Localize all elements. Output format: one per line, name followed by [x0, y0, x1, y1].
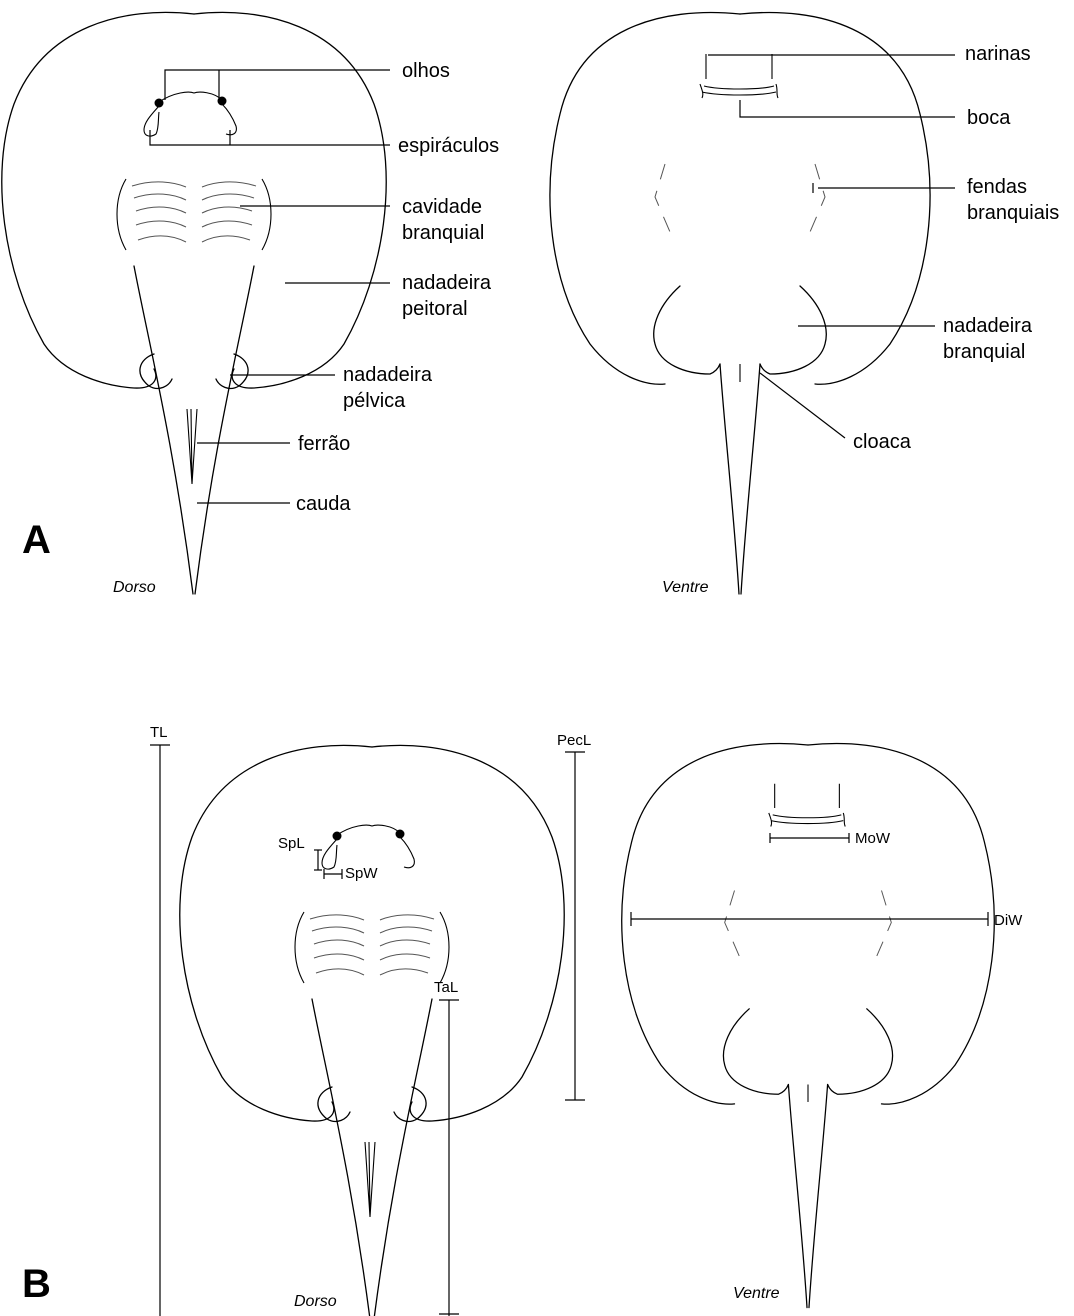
ventral-ray-a: [550, 13, 930, 594]
label-gill-slits-2: branquiais: [967, 202, 1059, 224]
measure-spiracle-width: SpW: [345, 865, 378, 882]
panel-label-a: A: [22, 518, 51, 562]
label-mouth: boca: [967, 107, 1011, 129]
label-nostrils: narinas: [965, 43, 1031, 65]
view-label-ventral-a: Ventre: [662, 579, 709, 596]
measure-total-length: TL: [150, 724, 168, 741]
label-pelvic-fin-2: pélvica: [343, 390, 406, 412]
measure-disc-width: DiW: [994, 912, 1023, 929]
label-gill-cavity-1: cavidade: [402, 196, 482, 218]
label-ventral-fin-2: branquial: [943, 341, 1025, 363]
label-pectoral-fin-2: peitoral: [402, 298, 468, 320]
label-eyes: olhos: [402, 60, 450, 82]
view-label-dorsal-a: Dorso: [113, 579, 156, 596]
label-pelvic-fin-1: nadadeira: [343, 364, 433, 386]
measure-pectoral-length: PecL: [557, 732, 591, 749]
measure-tail-length: TaL: [434, 979, 458, 996]
label-cloaca: cloaca: [853, 431, 912, 453]
label-gill-cavity-2: branquial: [402, 222, 484, 244]
label-gill-slits-1: fendas: [967, 176, 1027, 198]
measure-mouth-width: MoW: [855, 830, 891, 847]
leader-lines-a: [150, 55, 955, 503]
label-sting: ferrão: [298, 433, 350, 455]
measure-spiracle-length: SpL: [278, 835, 305, 852]
view-label-ventral-b: Ventre: [733, 1285, 780, 1302]
dorsal-ray-b: [180, 745, 564, 1316]
view-label-dorsal-b: Dorso: [294, 1293, 337, 1310]
label-tail: cauda: [296, 493, 351, 515]
label-pectoral-fin-1: nadadeira: [402, 272, 492, 294]
label-ventral-fin-1: nadadeira: [943, 315, 1033, 337]
label-spiracles: espiráculos: [398, 135, 499, 157]
panel-label-b: B: [22, 1262, 51, 1306]
ventral-ray-b: [622, 744, 994, 1308]
